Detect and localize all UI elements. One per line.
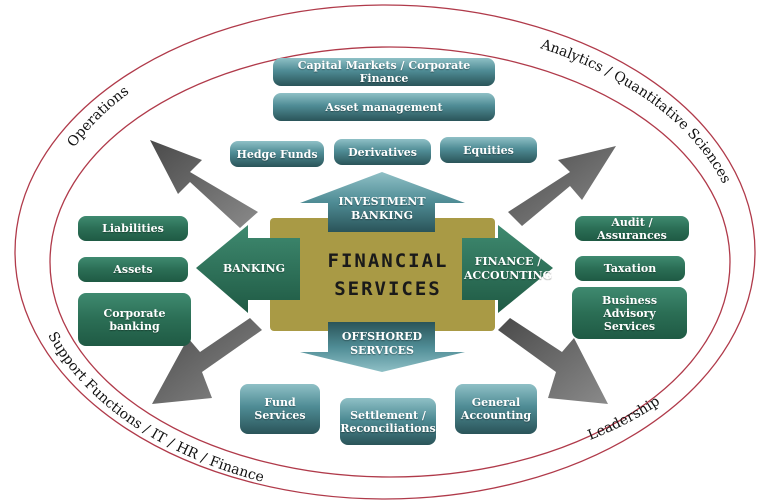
box-fund-services: Fund Services xyxy=(240,384,320,434)
center-box xyxy=(270,218,495,331)
arrow-label-finance-accounting: FINANCE / ACCOUNTING xyxy=(462,255,554,283)
box-equities: Equities xyxy=(440,137,537,163)
center-title-line2: SERVICES xyxy=(334,278,442,300)
outer-ring xyxy=(14,4,756,500)
center-title: FINANCIAL SERVICES xyxy=(318,247,458,303)
label-line: ACCOUNTING xyxy=(463,269,553,282)
arrow-banking xyxy=(196,225,300,313)
label-line: BANKING xyxy=(222,262,286,275)
arrow-investment-banking xyxy=(300,172,465,232)
label-line: BANKING xyxy=(350,209,414,222)
box-audit-assurances: Audit / Assurances xyxy=(575,216,689,242)
box-assets: Assets xyxy=(78,257,188,282)
gray-arrow-top-right xyxy=(508,146,616,226)
ring-label-support: Support Functions / IT / HR / Finance xyxy=(44,329,265,486)
box-hedge-funds: Hedge Funds xyxy=(230,141,324,167)
box-business-advisory: Business Advisory Services xyxy=(572,287,687,339)
arrow-offshored-services xyxy=(300,322,465,372)
label-line: SERVICES xyxy=(350,344,414,357)
box-corporate-banking: Corporate banking xyxy=(78,293,191,346)
box-taxation: Taxation xyxy=(575,256,685,281)
center-title-line1: FINANCIAL xyxy=(327,250,449,272)
box-derivatives: Derivatives xyxy=(334,139,431,165)
gray-arrow-top-left xyxy=(150,140,258,228)
gray-arrow-bottom-right xyxy=(498,318,608,404)
inner-ring xyxy=(49,46,731,478)
label-line: INVESTMENT xyxy=(338,195,426,208)
box-settlement-reconciliations: Settlement / Reconciliations xyxy=(340,398,436,445)
arrow-label-offshored-services: OFFSHORED SERVICES xyxy=(330,330,434,358)
box-general-accounting: General Accounting xyxy=(455,384,537,434)
box-asset-management: Asset management xyxy=(273,93,495,121)
arrow-label-banking: BANKING xyxy=(216,262,292,276)
arrow-label-investment-banking: INVESTMENT BANKING xyxy=(330,195,434,223)
box-liabilities: Liabilities xyxy=(78,216,188,241)
gray-arrow-bottom-left xyxy=(152,318,262,404)
box-capital-markets: Capital Markets / Corporate Finance xyxy=(273,58,495,86)
label-line: FINANCE / xyxy=(474,255,542,268)
label-line: OFFSHORED xyxy=(341,330,423,343)
arrow-finance-accounting xyxy=(462,225,553,313)
